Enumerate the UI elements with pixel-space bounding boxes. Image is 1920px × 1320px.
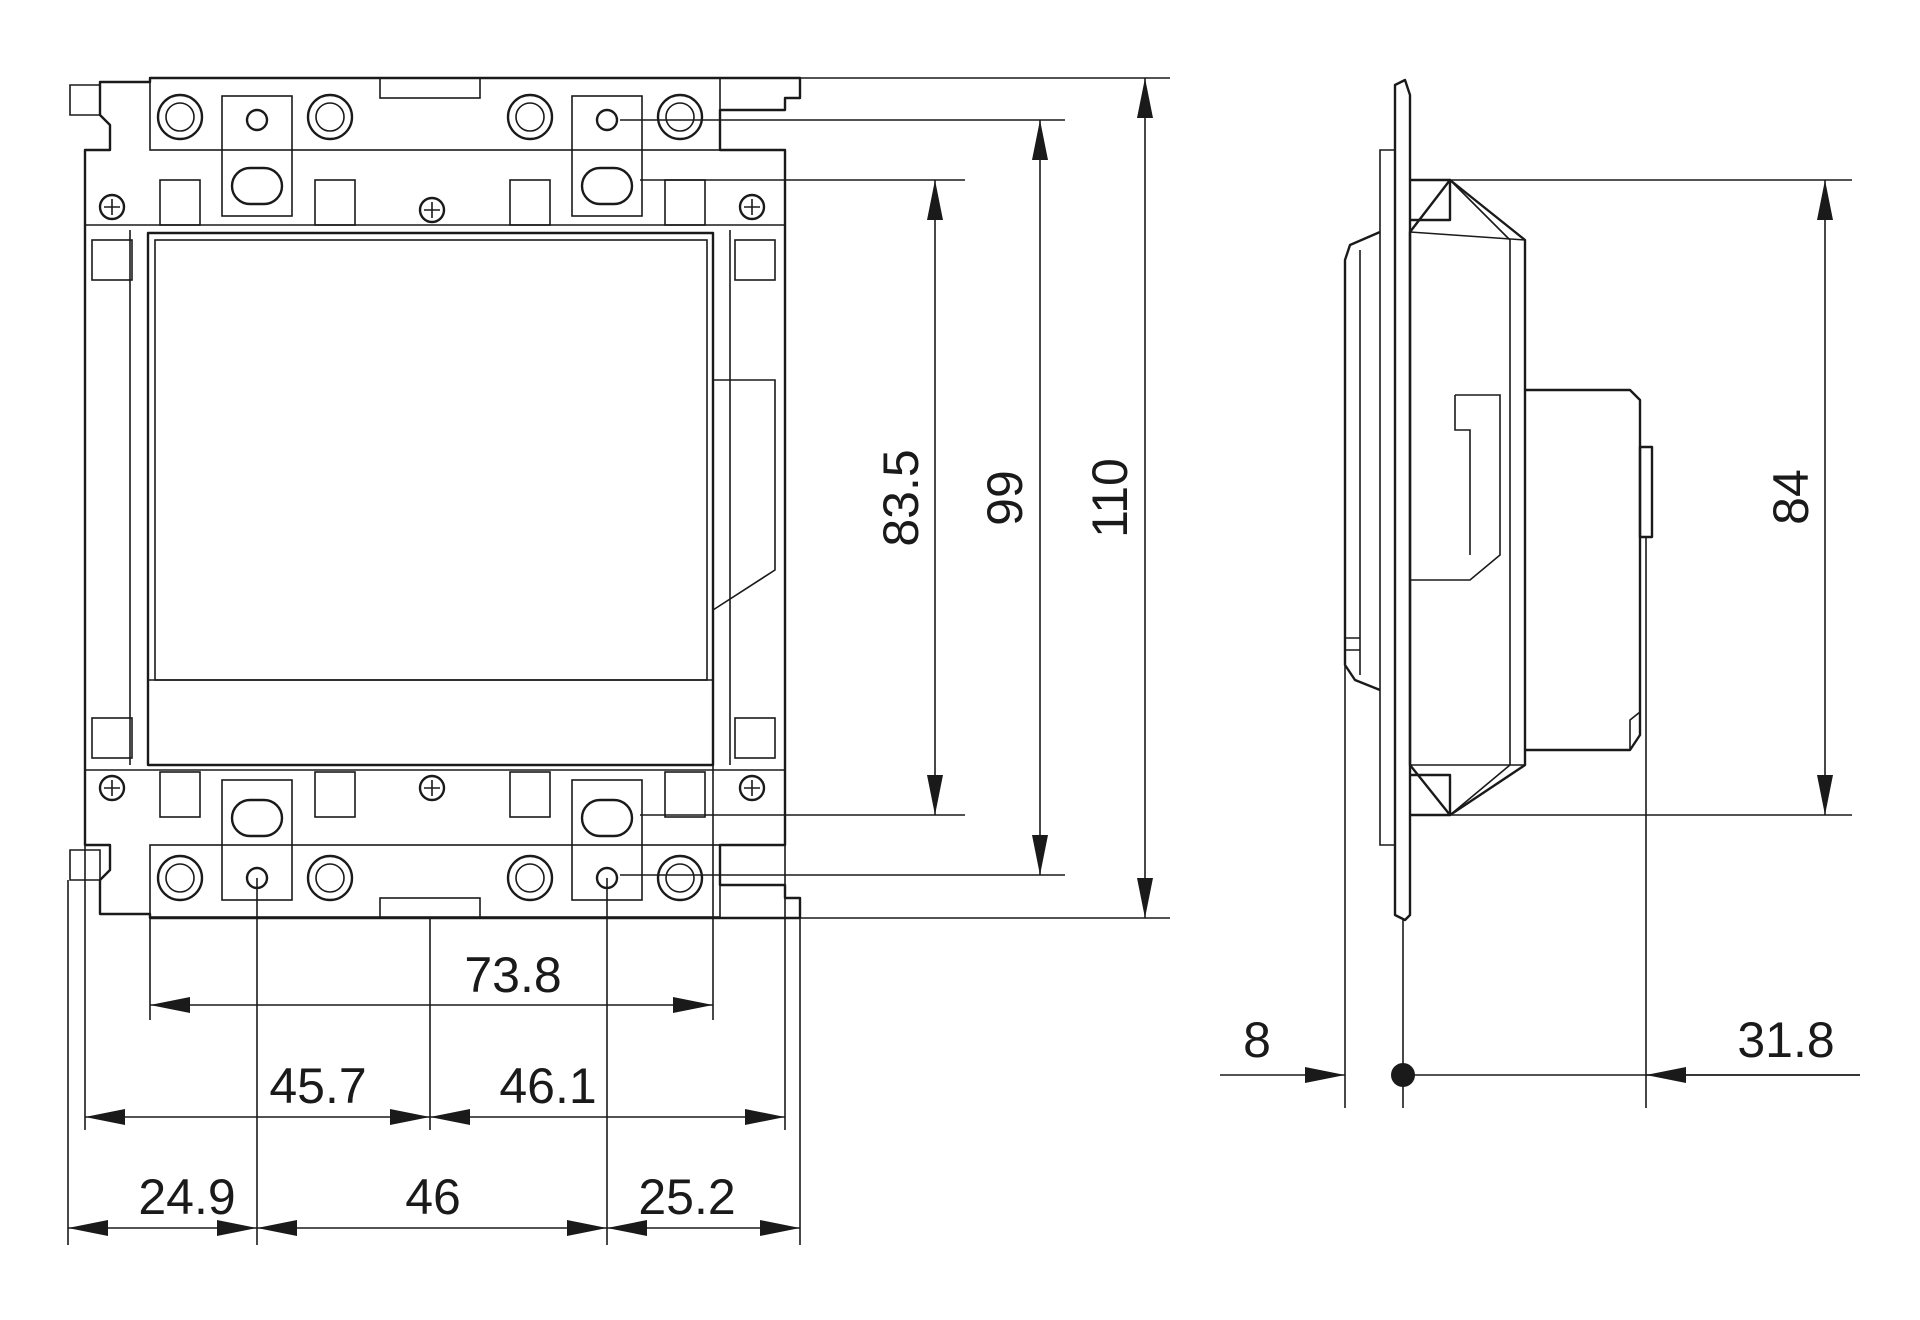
dim-label-31-8: 31.8 [1737, 1012, 1834, 1068]
switch-body [146, 231, 715, 767]
reference-point [1391, 1063, 1415, 1087]
front-vertical-dimensions: 83.5 99 110 [873, 78, 1153, 918]
bottom-mounting-holes [156, 854, 704, 902]
top-mounting-holes [156, 93, 704, 141]
dim-label-24-9: 24.9 [138, 1169, 235, 1225]
mounting-plate [1393, 78, 1412, 922]
dim-label-110: 110 [1082, 458, 1138, 538]
dim-label-99: 99 [977, 470, 1033, 526]
rear-box [1525, 388, 1642, 752]
dim-label-84: 84 [1763, 469, 1819, 525]
dim-label-73-8: 73.8 [464, 947, 561, 1003]
front-horizontal-dimensions: 73.8 45.7 46.1 24.9 46 25.2 [68, 947, 800, 1236]
oblong-slots [230, 166, 634, 838]
side-view [1343, 78, 1654, 922]
dim-label-8: 8 [1243, 1012, 1271, 1068]
bottom-tab-strip [149, 844, 721, 918]
front-extension-lines [67, 77, 1170, 1245]
dim-label-45-7: 45.7 [269, 1058, 366, 1114]
dim-label-83-5: 83.5 [873, 449, 929, 546]
dim-label-25-2: 25.2 [638, 1169, 735, 1225]
side-dimensions: 84 8 31.8 [1220, 179, 1860, 1108]
dim-label-46-1: 46.1 [499, 1058, 596, 1114]
switch-housing [1408, 178, 1527, 817]
latch-tabs [91, 179, 776, 818]
top-tab-strip [149, 77, 721, 151]
screws [98, 193, 766, 802]
face-plate [1343, 230, 1381, 692]
front-view [69, 76, 802, 920]
dim-label-46: 46 [405, 1169, 461, 1225]
